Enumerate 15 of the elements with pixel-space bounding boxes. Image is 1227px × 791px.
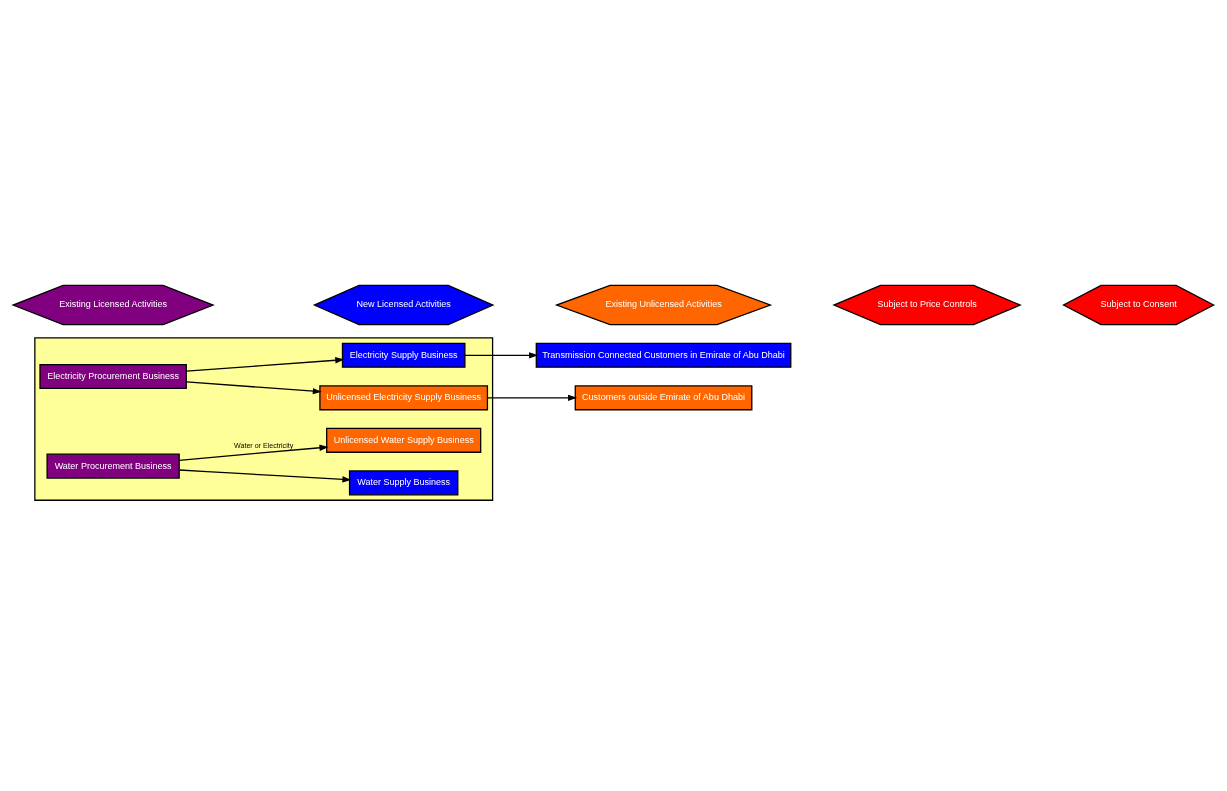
node-box: Transmission Connected Customers in Emirate of Abu Dhabi <box>535 342 792 368</box>
node-box: Customers outside Emirate of Abu Dhabi <box>574 385 753 411</box>
arrow <box>185 381 322 395</box>
arrow <box>178 444 329 461</box>
node-box: Water Supply Business <box>348 470 459 496</box>
node-box: Electricity Supply Business <box>341 342 466 368</box>
arrow <box>185 357 345 372</box>
node-box: Water Procurement Business <box>46 453 180 479</box>
arrow <box>486 394 578 401</box>
node-box: Unlicensed Water Supply Business <box>326 427 482 453</box>
node-box: Unlicensed Electricity Supply Business <box>319 385 489 411</box>
arrow <box>464 352 539 359</box>
node-box: Electricity Procurement Business <box>39 364 187 390</box>
arrow <box>178 469 352 483</box>
cluster <box>34 337 494 501</box>
